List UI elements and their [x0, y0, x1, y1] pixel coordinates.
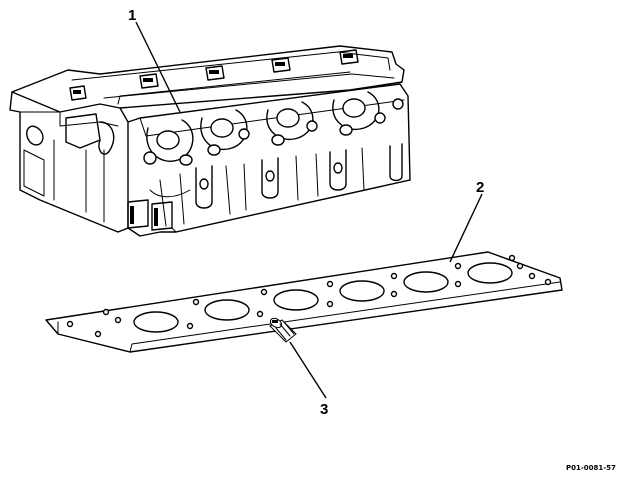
leader-lines	[135, 21, 483, 399]
callout-3: 3	[320, 401, 328, 418]
callout-2: 2	[476, 179, 484, 196]
stud-bolt	[269, 317, 297, 343]
cylinder-head	[9, 45, 411, 237]
cam-towers	[69, 49, 359, 101]
figure-reference-code: P01-0081-57	[566, 464, 616, 472]
callout-1: 1	[128, 7, 136, 24]
manifold-gasket	[45, 251, 563, 353]
gasket-stud-holes	[66, 254, 552, 338]
port-bosses	[143, 91, 404, 166]
